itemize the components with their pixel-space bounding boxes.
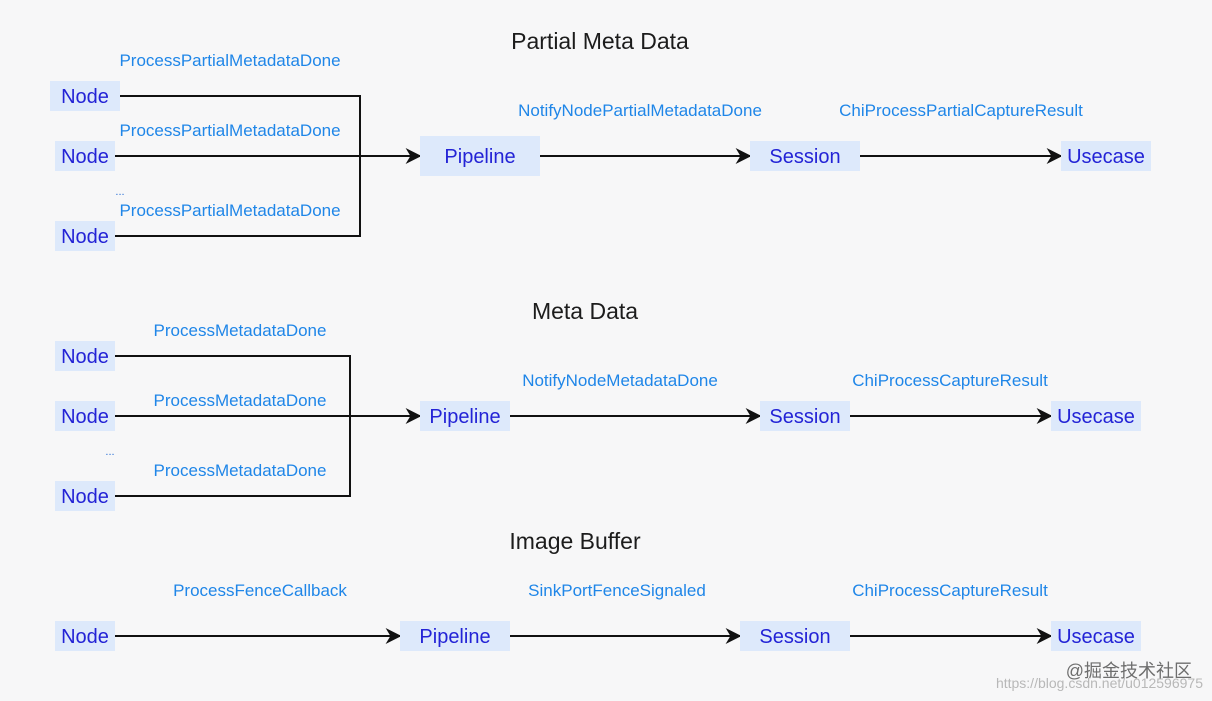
pipeline-box-meta [420,401,510,431]
usecase-label-image: Usecase [1057,626,1135,648]
node-box-meta-3 [55,481,115,511]
session-label-partial: Session [769,146,840,168]
node-label-meta-2: Node [61,406,109,428]
session-box-image [740,621,850,651]
edge-label-partial-session: ChiProcessPartialCaptureResult [839,101,1083,120]
edge-label-partial-node-1: ProcessPartialMetadataDone [119,51,340,70]
node-box-partial-2 [55,141,115,171]
pipeline-label-partial: Pipeline [444,146,515,168]
usecase-label-partial: Usecase [1067,146,1145,168]
usecase-box-meta [1051,401,1141,431]
node-box-meta-2 [55,401,115,431]
node-label-partial-2: Node [61,146,109,168]
section-title-meta: Meta Data [532,298,638,324]
section-meta-data: Meta Data Node Node Node ProcessMetadata… [55,298,1141,511]
pipeline-label-meta: Pipeline [429,406,500,428]
node-box-meta-1 [55,341,115,371]
usecase-box-partial [1061,141,1151,171]
edge-label-image-node: ProcessFenceCallback [173,581,347,600]
session-label-image: Session [759,626,830,648]
node-label-partial-3: Node [61,226,109,248]
edge-label-meta-node-2: ProcessMetadataDone [154,391,327,410]
connector-meta-node-1 [115,355,351,416]
node-box-partial-1 [50,81,120,111]
node-label-image: Node [61,626,109,648]
session-box-partial [750,141,860,171]
watermark-url: https://blog.csdn.net/u012596975 [996,675,1203,691]
session-box-meta [760,401,850,431]
edge-label-partial-pipeline: NotifyNodePartialMetadataDone [518,101,762,120]
pipeline-box-partial [420,136,540,176]
section-image-buffer: Image Buffer Node ProcessFenceCallback P… [55,528,1141,651]
node-label-meta-1: Node [61,346,109,368]
edge-label-partial-node-3: ProcessPartialMetadataDone [119,201,340,220]
connector-partial-node-3 [115,156,361,237]
section-partial-meta-data: Partial Meta Data Node Node Node Process… [50,28,1151,251]
edge-label-image-pipeline: SinkPortFenceSignaled [528,581,706,600]
pipeline-label-image: Pipeline [419,626,490,648]
ellipsis-meta: ... [105,446,114,458]
node-label-meta-3: Node [61,486,109,508]
ellipsis-partial: ... [115,186,124,198]
usecase-label-meta: Usecase [1057,406,1135,428]
watermark-brand: @掘金技术社区 [1066,661,1192,681]
pipeline-box-image [400,621,510,651]
edge-label-meta-node-1: ProcessMetadataDone [154,321,327,340]
edge-label-image-session: ChiProcessCaptureResult [852,581,1048,600]
session-label-meta: Session [769,406,840,428]
node-box-image [55,621,115,651]
edge-label-meta-pipeline: NotifyNodeMetadataDone [522,371,718,390]
section-title-image: Image Buffer [509,528,641,554]
section-title-partial: Partial Meta Data [511,28,689,54]
node-label-partial-1: Node [61,86,109,108]
edge-label-meta-session: ChiProcessCaptureResult [852,371,1048,390]
connector-meta-node-3 [115,416,351,497]
node-box-partial-3 [55,221,115,251]
usecase-box-image [1051,621,1141,651]
edge-label-partial-node-2: ProcessPartialMetadataDone [119,121,340,140]
edge-label-meta-node-3: ProcessMetadataDone [154,461,327,480]
connector-partial-node-1 [120,95,361,156]
